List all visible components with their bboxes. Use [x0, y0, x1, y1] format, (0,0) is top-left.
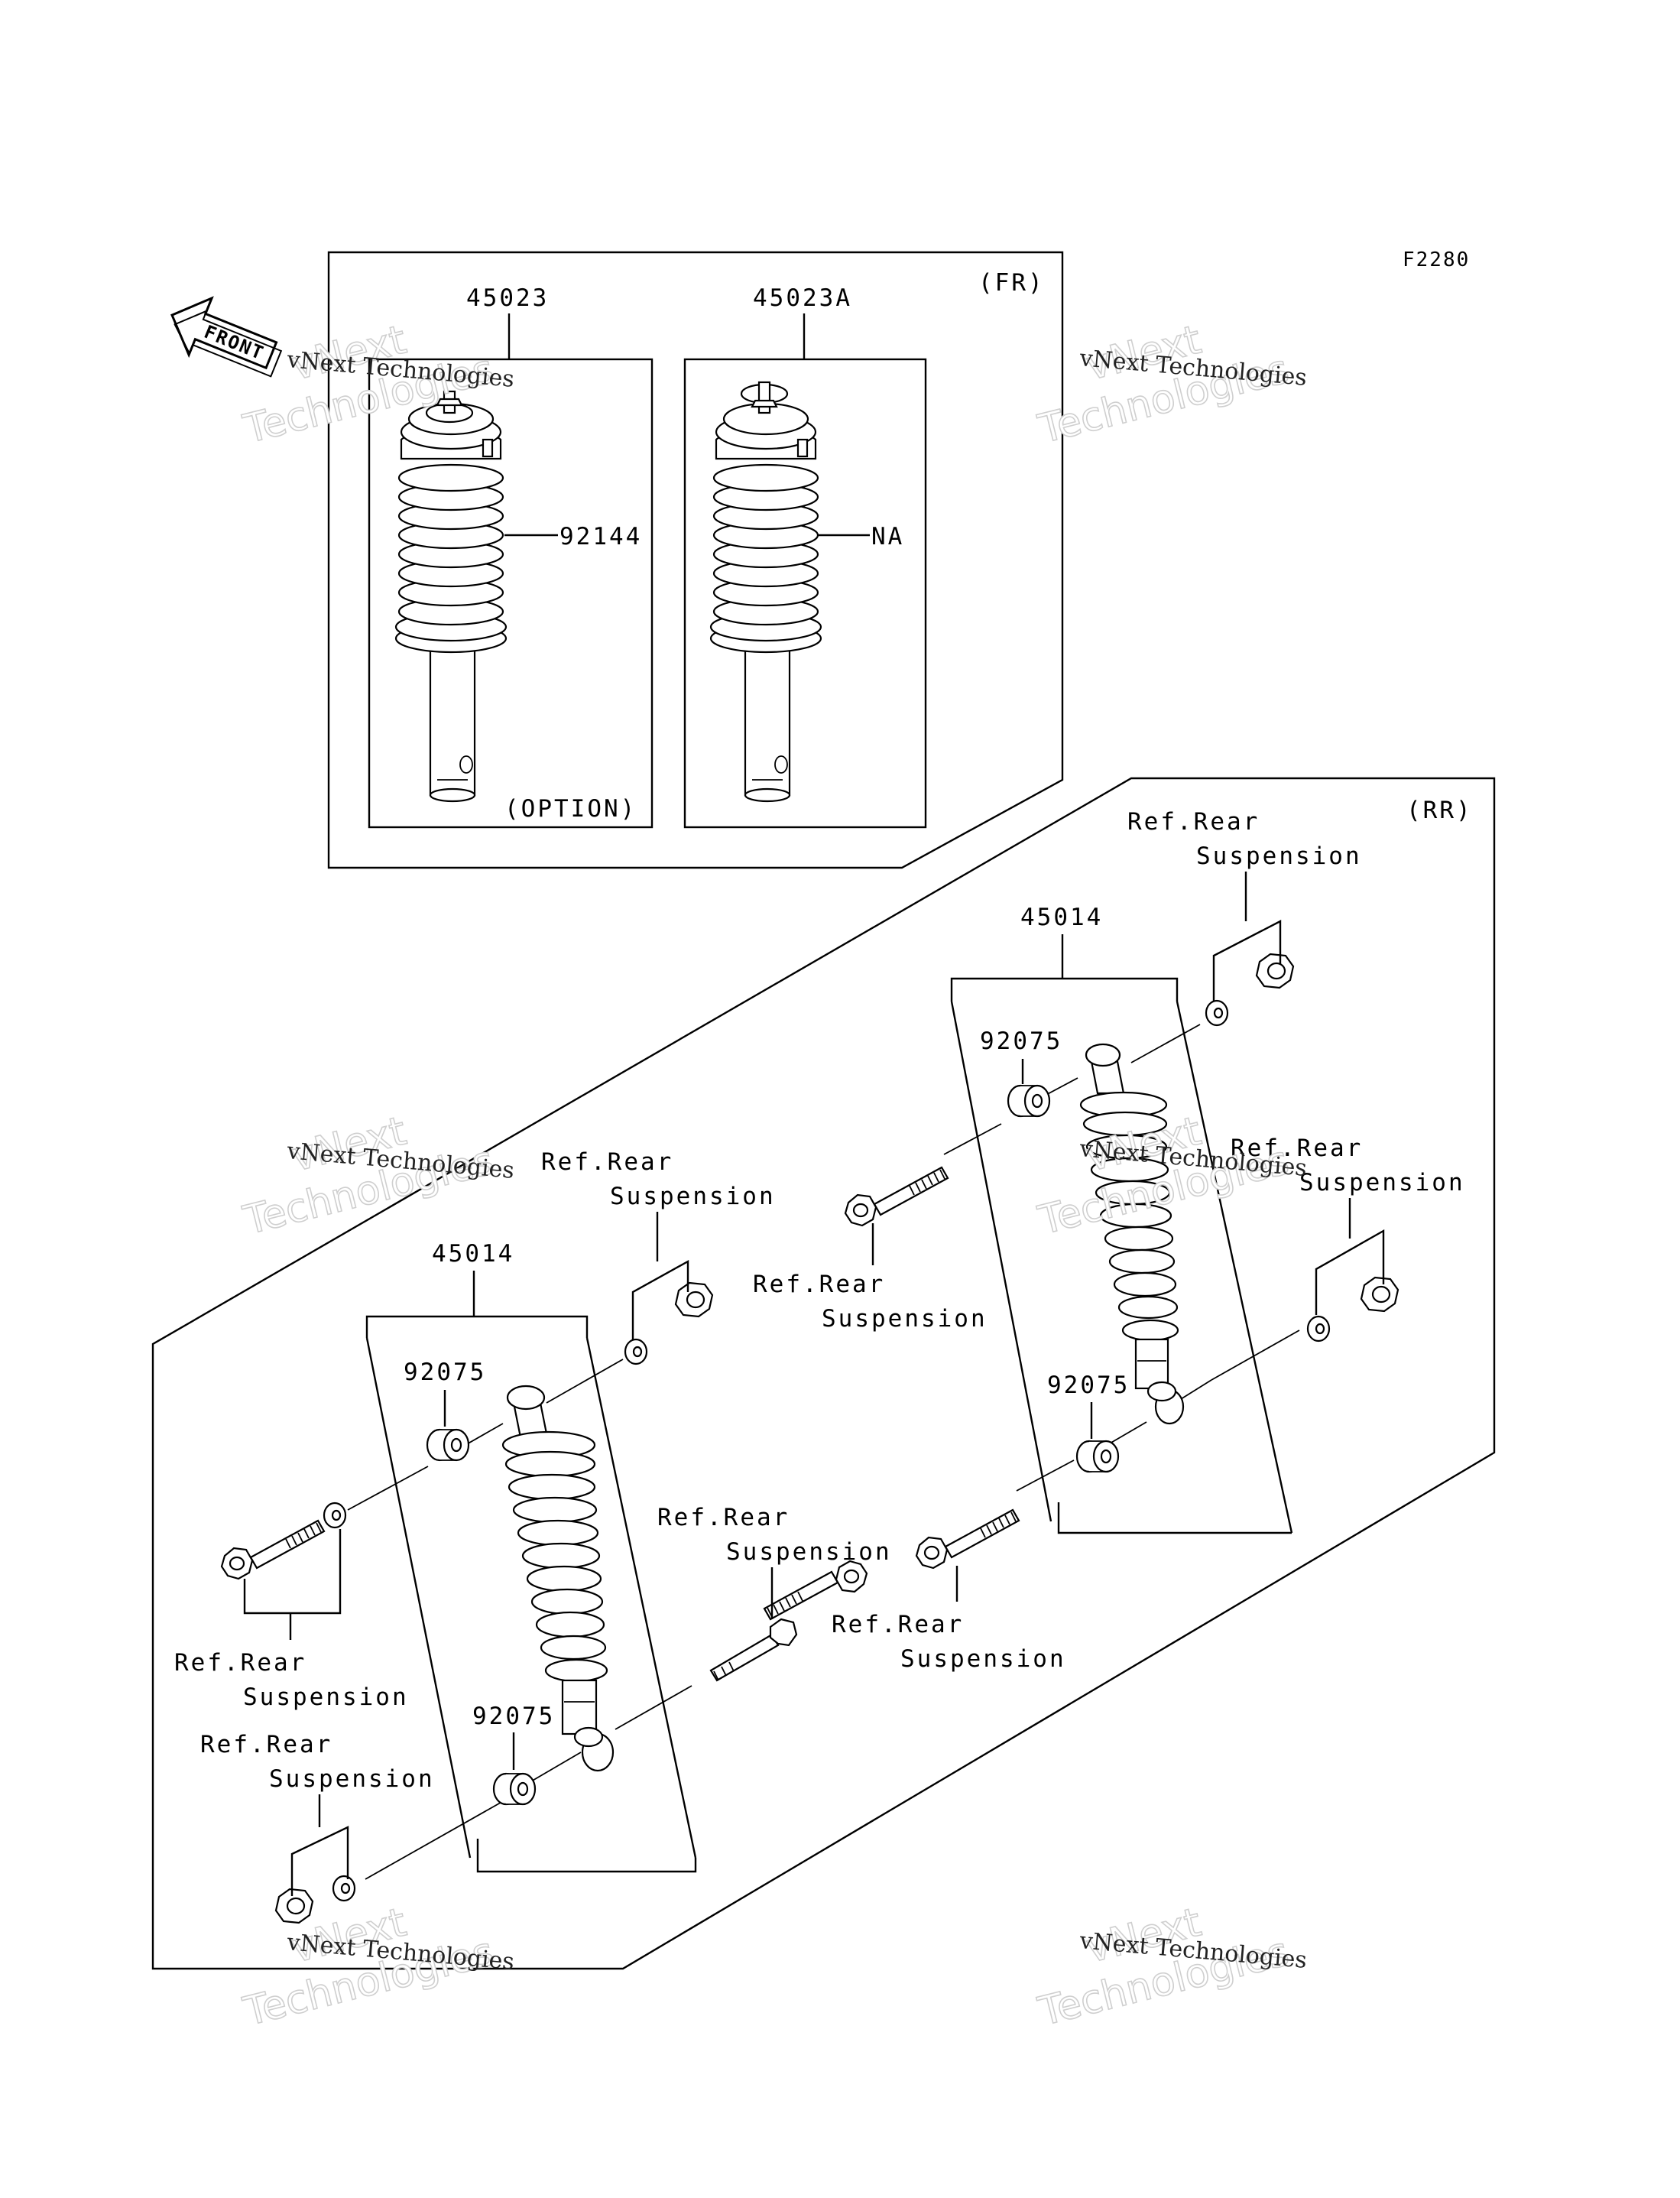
front-section: (FR) 45023 (OPTION) 45023A: [327, 251, 1064, 869]
ref-ra-mid-line1: Ref.Rear: [657, 1504, 790, 1531]
ref-bolt-rlow-line2: Suspension: [900, 1645, 1066, 1673]
front-arrow-icon: FRONT: [170, 296, 283, 378]
ref-rr-top-line1: Ref.Rear: [1127, 808, 1260, 836]
ref-ra-mid-line2: Suspension: [726, 1538, 892, 1566]
bush-b-top-label: 92075: [980, 1028, 1062, 1055]
ref-bolt-rlow-line1: Ref.Rear: [832, 1611, 964, 1638]
ref-bolt-upper-line1: Ref.Rear: [753, 1271, 885, 1298]
ref-bolt-upper-line2: Suspension: [822, 1305, 988, 1333]
option-note: (OPTION): [504, 795, 637, 823]
rear-shock-a: [501, 1385, 615, 1772]
diagram-code: F2280: [1403, 248, 1470, 271]
ref-rr-mid-line1: Ref.Rear: [1231, 1135, 1363, 1162]
shock-b-label: 45014: [1020, 904, 1103, 931]
shock-a-label: 45014: [432, 1240, 514, 1268]
ref-rr-top-line2: Suspension: [1196, 843, 1362, 870]
kit-opt-label: 45023A: [753, 284, 852, 312]
spring-std-label: 92144: [559, 523, 642, 550]
ref-ra-bot-line1: Ref.Rear: [200, 1731, 332, 1758]
long-bolt: [709, 1618, 798, 1682]
ref-ra-bot-line2: Suspension: [269, 1765, 435, 1793]
ref-ra-top-line1: Ref.Rear: [541, 1148, 673, 1176]
bush-a-bot-label: 92075: [472, 1703, 555, 1730]
spring-opt-label: NA: [871, 523, 904, 550]
front-shock-opt: [709, 381, 822, 803]
bush-a-top-label: 92075: [404, 1359, 486, 1386]
kit-std-label: 45023: [466, 284, 549, 312]
rear-shock-b: [1079, 1043, 1185, 1425]
front-shock-std: [394, 390, 508, 803]
front-section-tag: (FR): [978, 269, 1045, 297]
ref-ra-bolt-line2: Suspension: [243, 1683, 409, 1711]
ref-ra-top-line2: Suspension: [610, 1183, 776, 1210]
ref-ra-bolt-line1: Ref.Rear: [174, 1649, 306, 1677]
rear-section: (RR) 45014: [151, 777, 1496, 1970]
bush-b-bot-label: 92075: [1047, 1372, 1130, 1399]
ref-rr-mid-line2: Suspension: [1299, 1169, 1465, 1196]
bush-b-top: [1007, 1084, 1051, 1118]
rear-section-tag: (RR): [1406, 797, 1473, 824]
